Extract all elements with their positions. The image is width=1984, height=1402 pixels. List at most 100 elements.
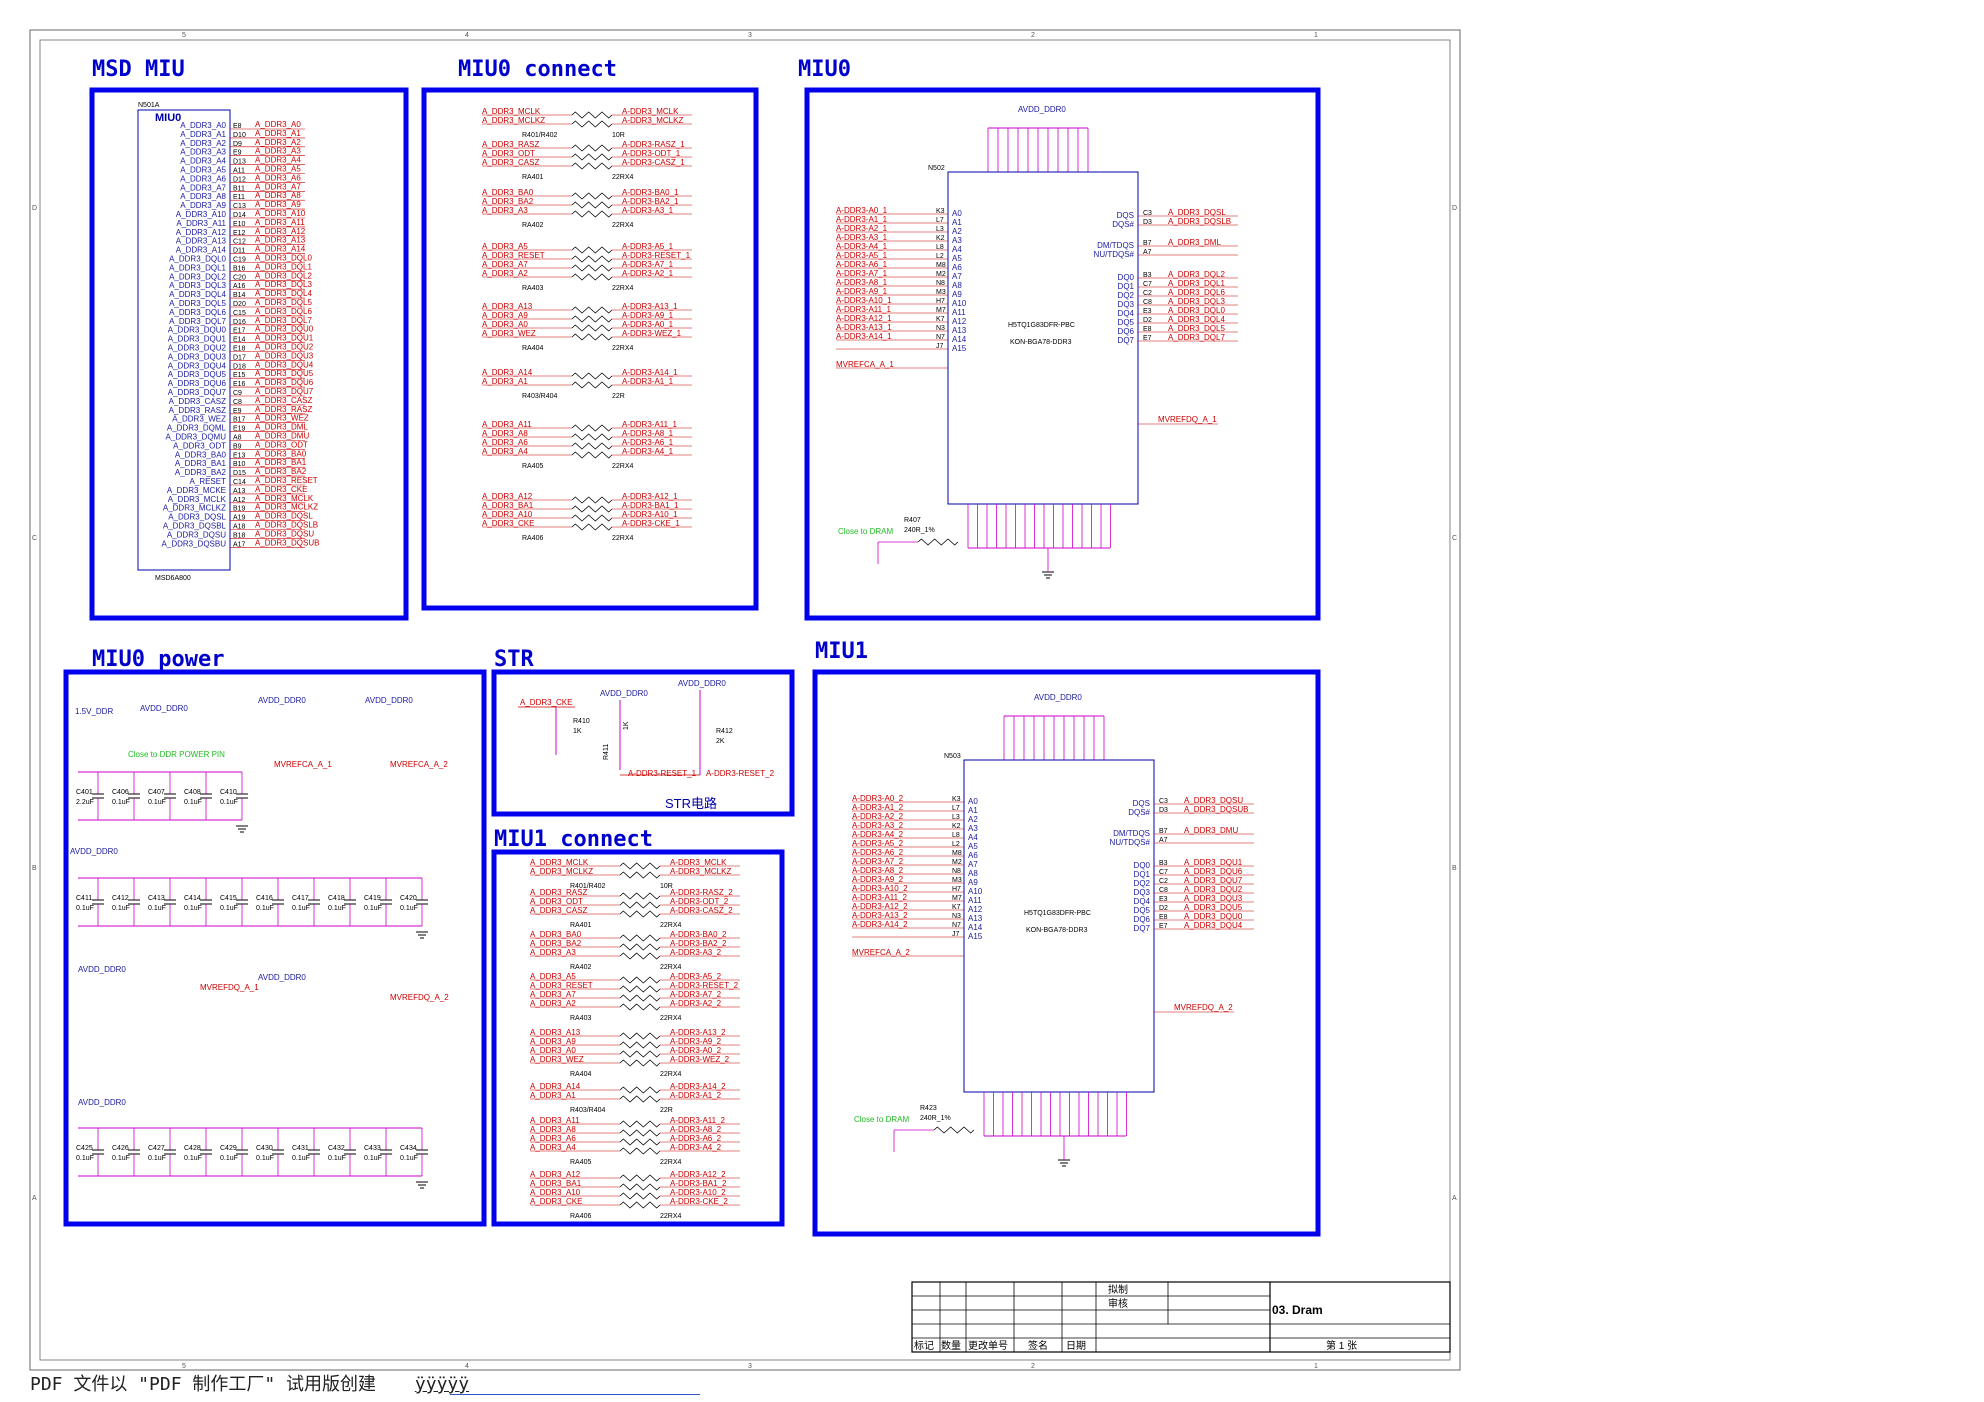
connect-net-out: A-DDR3-A8_2	[670, 1125, 722, 1134]
chip-left-pin: N3	[952, 913, 961, 920]
connect-net-in: A_DDR3_A2	[482, 269, 528, 278]
chip-left-label: A7	[952, 272, 962, 281]
cap-val: 0.1uF	[364, 1155, 382, 1162]
chip-part2: KON-BGA78-DDR3	[1026, 927, 1088, 934]
chip-right-pin: D2	[1159, 905, 1168, 912]
chip-right-pin: E8	[1159, 914, 1168, 921]
connect-net-out: A-DDR3-A10_2	[670, 1188, 726, 1197]
msd-net-label: A_DDR3_DQSL	[255, 512, 313, 521]
cap-ref: C412	[112, 895, 129, 902]
connect-net-out: A-DDR3-WEZ_1	[622, 329, 682, 338]
box-miu1	[812, 669, 1321, 1237]
msd-pin-name: A_DDR3_DQU4	[168, 361, 227, 370]
border-row-left: A	[32, 1195, 37, 1202]
connect-net-in: A_DDR3_BA2	[482, 197, 534, 206]
msd-pin-name: A_DDR3_DQU5	[168, 370, 227, 379]
chip-left-label: A2	[968, 815, 978, 824]
chip-left-label: A0	[952, 209, 962, 218]
cap-val: 2.2uF	[76, 799, 94, 806]
connect-net-out: A-DDR3_MCLKZ	[670, 867, 731, 876]
cap-val: 0.1uF	[328, 905, 346, 912]
chip-left-pin: K2	[952, 823, 961, 830]
connect-net-in: A_DDR3_WEZ	[530, 1055, 584, 1064]
cap-ref: C425	[76, 1145, 93, 1152]
connect-net-in: A_DDR3_A4	[530, 1143, 576, 1152]
msd-net-label: A_DDR3_DQU2	[255, 343, 314, 352]
cap-val: 0.1uF	[112, 905, 130, 912]
outer-frame	[29, 29, 1461, 1371]
cap-val: 0.1uF	[256, 905, 274, 912]
msd-pin-num: D10	[233, 132, 246, 139]
footer-link[interactable]: ÿÿÿÿÿ	[414, 1374, 470, 1395]
msd-pin-name: A_DDR3_CASZ	[169, 397, 226, 406]
cap-ref: C407	[148, 789, 165, 796]
chip-left-net: A-DDR3-A9_2	[852, 875, 904, 884]
border-col-bottom: 5	[182, 1363, 186, 1370]
msd-net-label: A_DDR3_MCLKZ	[255, 503, 318, 512]
msd-pin-num: C15	[233, 310, 246, 317]
chip-left-label: A6	[968, 851, 978, 860]
power-vrefdq2: MVREFDQ_A_2	[390, 993, 449, 1002]
section-title-miu0: MIU0	[798, 57, 851, 82]
chip-left-label: A13	[968, 914, 983, 923]
chip-right-label: NU/TDQS#	[1094, 250, 1135, 259]
connect-net-out: A-DDR3-A1_1	[622, 377, 674, 386]
connect-net-out: A-DDR3-A6_2	[670, 1134, 722, 1143]
str-supply-1: AVDD_DDR0	[600, 689, 648, 698]
chip-right-pin: E3	[1159, 896, 1168, 903]
chip-close-note: Close to DRAM	[854, 1115, 909, 1124]
chip-right-label: DQ4	[1134, 897, 1151, 906]
msd-pin-name: A_DDR3_DQU3	[168, 352, 227, 361]
msd-net-label: A_DDR3_DQSLB	[255, 521, 318, 530]
msd-pin-name: A_DDR3_DQMU	[166, 433, 227, 442]
connect-net-out: A-DDR3-A2_2	[670, 999, 722, 1008]
cap-ref: C430	[256, 1145, 273, 1152]
border-row-right: C	[1452, 535, 1457, 542]
msd-pin-name: A_DDR3_DQU7	[168, 388, 227, 397]
power-avdd-label-2: AVDD_DDR0	[258, 696, 306, 705]
msd-net-label: A_DDR3_DQU4	[255, 360, 314, 369]
connect-ref: RA401	[522, 174, 544, 181]
connect-net-out: A-DDR3-A7_1	[622, 260, 674, 269]
cap-ref: C417	[292, 895, 309, 902]
power-note: Close to DDR POWER PIN	[128, 750, 225, 759]
msd-pin-num: D13	[233, 159, 246, 166]
chip-right-pin: C3	[1143, 210, 1152, 217]
cap-val: 0.1uF	[148, 1155, 166, 1162]
msd-net-label: A_DDR3_DMU	[255, 432, 309, 441]
connect-net-out: A-DDR3-RASZ_1	[622, 140, 685, 149]
msd-pin-num: B19	[233, 506, 246, 513]
connect-net-out: A-DDR3-A4_2	[670, 1143, 722, 1152]
connect-net-in: A_DDR3_A12	[530, 1170, 581, 1179]
chip-left-net: A-DDR3-A5_1	[836, 251, 888, 260]
cap-val: 0.1uF	[184, 1155, 202, 1162]
msd-pin-name: A_DDR3_DQSU	[167, 530, 226, 539]
cap-row-1: C4012.2uFC4060.1uFC4070.1uFC4080.1uFC410…	[76, 771, 248, 833]
border-col-bottom: 4	[465, 1363, 469, 1370]
chip-left-label: A1	[968, 806, 978, 815]
connect-ref: RA403	[570, 1015, 592, 1022]
msd-pin-num: A13	[233, 488, 246, 495]
connect-net-out: A-DDR3-A5_2	[670, 972, 722, 981]
connect-ref: R401/R402	[522, 132, 558, 139]
chip-right-net: A_DDR3_DML	[1168, 238, 1221, 247]
chip-left-net: A-DDR3-A0_2	[852, 794, 904, 803]
chip-right-label: DQ7	[1134, 924, 1151, 933]
connect-val: 10R	[612, 132, 625, 139]
chip-right-net: A_DDR3_DQL3	[1168, 297, 1225, 306]
chip-left-label: A10	[968, 887, 983, 896]
cap-val: 0.1uF	[184, 799, 202, 806]
msd-pin-num: D14	[233, 212, 246, 219]
msd-net-label: A_DDR3_DQSUB	[255, 538, 319, 547]
chip-right-pin: A7	[1159, 837, 1168, 844]
msd-net-label: A_DDR3_A9	[255, 200, 301, 209]
chip-left-pin: M8	[936, 262, 946, 269]
chip-left-label: A10	[952, 299, 967, 308]
chip-left-label: A0	[968, 797, 978, 806]
tb-draw: 拟制	[1108, 1283, 1128, 1296]
power-avdd-label: AVDD_DDR0	[140, 704, 188, 713]
cap-val: 0.1uF	[76, 1155, 94, 1162]
str-r411: R411	[603, 744, 610, 760]
chip-left-net: A-DDR3-A13_2	[852, 911, 908, 920]
chip-right-label: DQ1	[1134, 870, 1151, 879]
